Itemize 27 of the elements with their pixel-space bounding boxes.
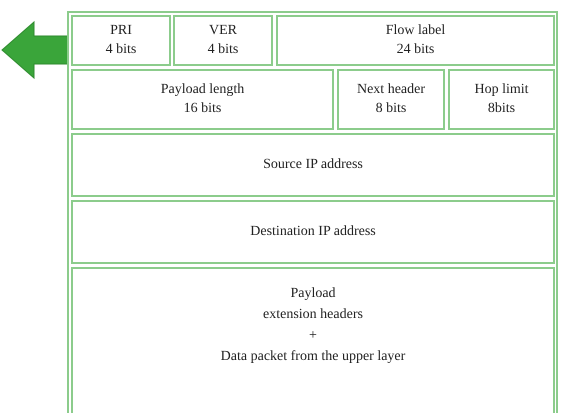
table-cell (71, 133, 555, 197)
field-label: 4 bits (106, 40, 136, 58)
field-label: 16 bits (184, 100, 222, 118)
field-label: extension headers (263, 306, 363, 324)
field-label: VER (209, 22, 237, 40)
table-cell (71, 200, 555, 264)
field-label: 24 bits (396, 40, 434, 58)
table-cell (276, 15, 555, 66)
field-label: PRI (110, 22, 132, 40)
field-label: Next header (356, 80, 426, 99)
field-label: Destination IP address (250, 222, 376, 241)
table-cell (71, 69, 334, 130)
field-label: 8bits (488, 100, 516, 118)
field-label: + (309, 327, 317, 345)
table-cell (71, 267, 555, 413)
table-cell (71, 15, 171, 66)
field-label: 4 bits (208, 40, 238, 58)
table-cell (448, 69, 555, 130)
field-label: Payload (290, 285, 336, 303)
table-cell (173, 15, 273, 66)
field-label: Hop limit (474, 80, 529, 99)
field-label: 8 bits (376, 100, 406, 118)
table-cell (337, 69, 445, 130)
field-label: Payload length (160, 80, 244, 99)
field-label: Flow label (386, 22, 446, 40)
field-label: Data packet from the upper layer (220, 348, 406, 366)
field-label: Source IP address (263, 156, 363, 174)
